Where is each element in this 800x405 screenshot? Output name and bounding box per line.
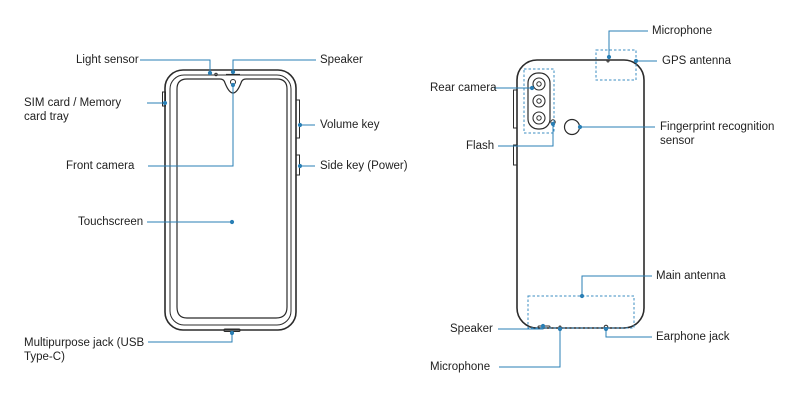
leader-fingerprint-end: [577, 124, 583, 130]
front-phone: [162, 69, 300, 332]
rear-camera-lens-2-inner: [536, 98, 542, 104]
label-rear-microphone-bottom: Microphone: [430, 361, 491, 373]
rear-phone: [513, 59, 645, 330]
gps-antenna-region: [595, 49, 637, 81]
leader-touchscreen-end: [229, 219, 235, 225]
leader-mic-bottom-end: [557, 326, 563, 332]
leader-rear-speaker-end: [540, 323, 546, 329]
front-volume-key: [295, 99, 300, 139]
leader-volume-key-end: [297, 122, 303, 128]
rear-camera-lens-1: [532, 77, 546, 91]
leader-earphone-jack-end: [603, 326, 609, 332]
leader-earphone-jack: [605, 329, 652, 338]
leader-rear-camera-end: [529, 85, 535, 91]
front-light-sensor-dot: [214, 72, 218, 77]
leader-front-speaker: [232, 59, 316, 72]
label-rear-microphone-top: Microphone: [652, 25, 713, 37]
label-main-antenna: Main antenna: [656, 270, 726, 282]
rear-dashed-regions: [523, 49, 637, 329]
main-antenna-region: [527, 295, 635, 329]
label-flash: Flash: [466, 140, 495, 152]
label-rear-speaker: Speaker: [450, 323, 493, 335]
label-gps-antenna: GPS antenna: [662, 55, 732, 67]
label-rear-camera: Rear camera: [430, 82, 497, 94]
leader-light-sensor: [140, 59, 211, 72]
leader-front-speaker-end: [230, 69, 236, 75]
leader-light-sensor-end: [207, 70, 213, 76]
label-earphone-jack: Earphone jack: [656, 331, 730, 343]
leader-sim-tray-end: [162, 100, 168, 106]
rear-camera-lens-1-inner: [536, 81, 542, 87]
rear-side-key: [513, 144, 518, 166]
leader-usb-jack: [148, 333, 233, 343]
leader-flash-end: [550, 121, 556, 127]
leader-usb-jack-end: [229, 330, 235, 336]
leader-gps-antenna-end: [633, 58, 639, 64]
front-screen-outline: [176, 78, 288, 319]
front-leader-lines: [140, 59, 316, 343]
label-fingerprint: Fingerprint recognition sensor: [660, 121, 775, 147]
rear-camera-lens-2: [532, 94, 546, 108]
rear-camera-module: [527, 72, 551, 130]
label-multipurpose-jack: Multipurpose jack (USB Type-C): [24, 337, 145, 363]
front-bezel-outline: [169, 74, 292, 326]
label-front-speaker: Speaker: [320, 54, 363, 66]
rear-body-outline: [516, 59, 645, 329]
label-front-camera: Front camera: [66, 160, 135, 172]
label-volume-key: Volume key: [320, 119, 380, 131]
leader-main-antenna-end: [579, 293, 585, 299]
label-sim-tray: SIM card / Memory card tray: [24, 97, 122, 123]
leader-mic-top: [608, 30, 648, 57]
label-light-sensor: Light sensor: [76, 54, 139, 66]
leader-mic-bottom: [499, 329, 561, 368]
leader-front-camera: [148, 85, 234, 167]
leader-front-camera-end: [230, 82, 236, 88]
rear-leader-lines: [494, 30, 657, 368]
rear-fingerprint-sensor: [563, 118, 581, 136]
rear-camera-lens-3: [532, 111, 546, 125]
leader-side-key-end: [297, 163, 303, 169]
leader-mic-top-end: [606, 54, 612, 60]
leader-main-antenna: [581, 275, 652, 296]
rear-volume-key: [513, 89, 518, 129]
rear-camera-lens-3-inner: [536, 115, 542, 121]
front-body-outline: [164, 69, 297, 331]
label-side-key: Side key (Power): [320, 160, 408, 172]
leader-flash: [498, 124, 554, 147]
rear-mic-top-hole: [606, 59, 610, 63]
rear-camera-region: [523, 68, 555, 134]
label-touchscreen: Touchscreen: [78, 216, 144, 228]
front-sim-tray: [162, 91, 166, 107]
